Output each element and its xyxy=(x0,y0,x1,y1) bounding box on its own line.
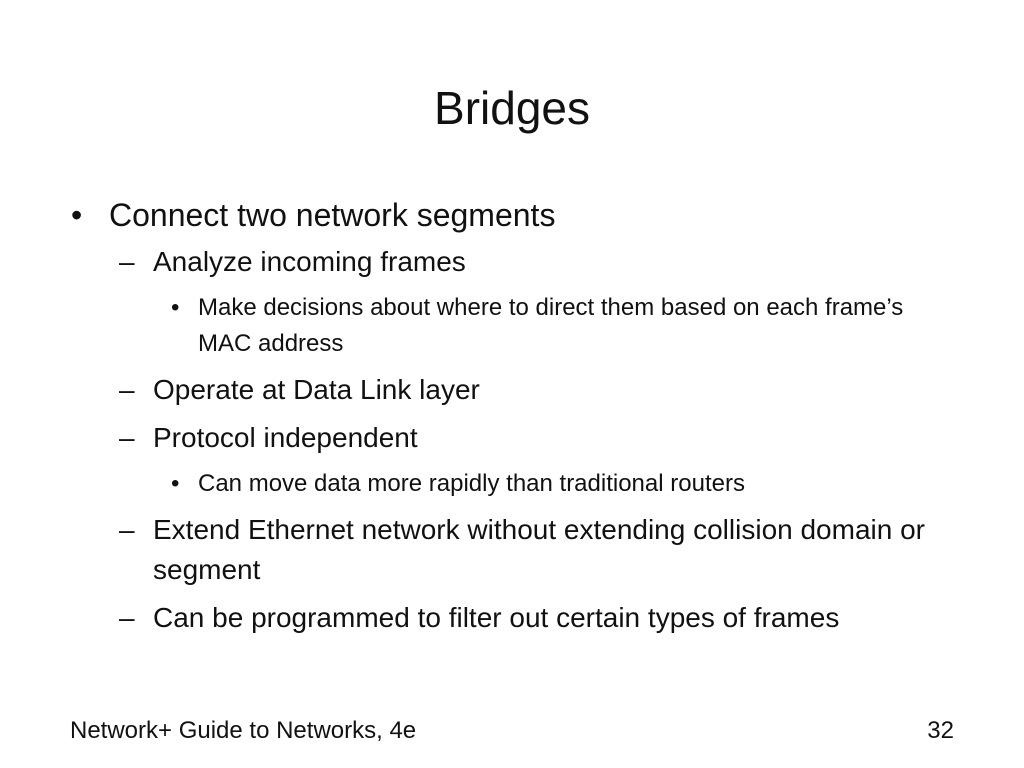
dash-marker: – xyxy=(119,246,135,277)
sub-sub-bullet-text: Make decisions about where to direct the… xyxy=(198,294,904,357)
sub-bullet-item: – Can be programmed to filter out certai… xyxy=(0,598,1024,638)
bullet-marker: • xyxy=(171,470,180,497)
dash-marker: – xyxy=(119,602,135,633)
sub-sub-bullet-item: • Make decisions about where to direct t… xyxy=(0,290,1024,362)
bullet-text: Connect two network segments xyxy=(109,197,556,233)
sub-bullet-item: – Extend Ethernet network without extend… xyxy=(0,510,1024,590)
sub-bullet-item: – Operate at Data Link layer xyxy=(0,370,1024,410)
sub-bullet-text: Operate at Data Link layer xyxy=(153,374,480,405)
sub-bullet-text: Analyze incoming frames xyxy=(153,246,466,277)
dash-marker: – xyxy=(119,374,135,405)
dash-marker: – xyxy=(119,514,135,545)
bullet-item: • Connect two network segments xyxy=(0,194,1024,236)
slide-title: Bridges xyxy=(434,82,590,134)
bullet-marker: • xyxy=(171,294,180,321)
sub-bullet-text: Can be programmed to filter out certain … xyxy=(153,602,840,633)
bullet-marker: • xyxy=(71,197,83,233)
sub-bullet-text: Protocol independent xyxy=(153,422,418,453)
footer-source: Network+ Guide to Networks, 4e xyxy=(70,717,417,744)
sub-bullet-item: – Protocol independent xyxy=(0,418,1024,458)
sub-sub-bullet-item: • Can move data more rapidly than tradit… xyxy=(0,466,1024,502)
sub-bullet-text: Extend Ethernet network without extendin… xyxy=(153,514,925,585)
dash-marker: – xyxy=(119,422,135,453)
sub-bullet-item: – Analyze incoming frames xyxy=(0,242,1024,282)
bullet-list: • Connect two network segments – Analyze… xyxy=(0,194,1024,646)
page-number: 32 xyxy=(927,717,954,744)
sub-sub-bullet-text: Can move data more rapidly than traditio… xyxy=(198,470,745,497)
